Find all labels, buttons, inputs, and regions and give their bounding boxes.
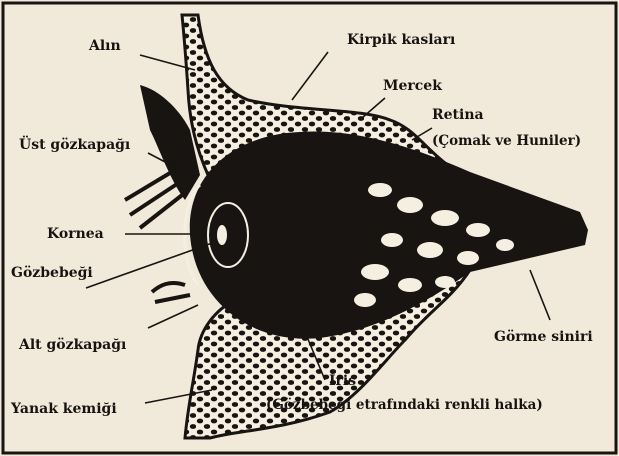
label-gozbebegi: Gözbebeği <box>11 265 93 281</box>
label-iris-note: (Gözbebeği etrafındaki renkli halka) <box>266 397 543 413</box>
label-kirpik-kaslari: Kirpik kasları <box>347 32 455 48</box>
pupil <box>217 225 227 245</box>
label-kornea: Kornea <box>47 226 104 242</box>
label-retina-note: (Çomak ve Huniler) <box>432 133 581 149</box>
label-retina: Retina <box>432 107 484 123</box>
label-gorme-siniri: Görme siniri <box>494 329 593 345</box>
lower-lashes <box>152 283 190 302</box>
label-yanak-kemigi: Yanak kemiği <box>11 401 117 417</box>
label-iris: İris <box>329 373 356 389</box>
label-alt-gozkapagi: Alt gözkapağı <box>19 337 126 353</box>
label-alin: Alın <box>89 38 121 54</box>
label-mercek: Mercek <box>383 78 442 94</box>
label-ust-gozkapagi: Üst gözkapağı <box>19 137 130 153</box>
